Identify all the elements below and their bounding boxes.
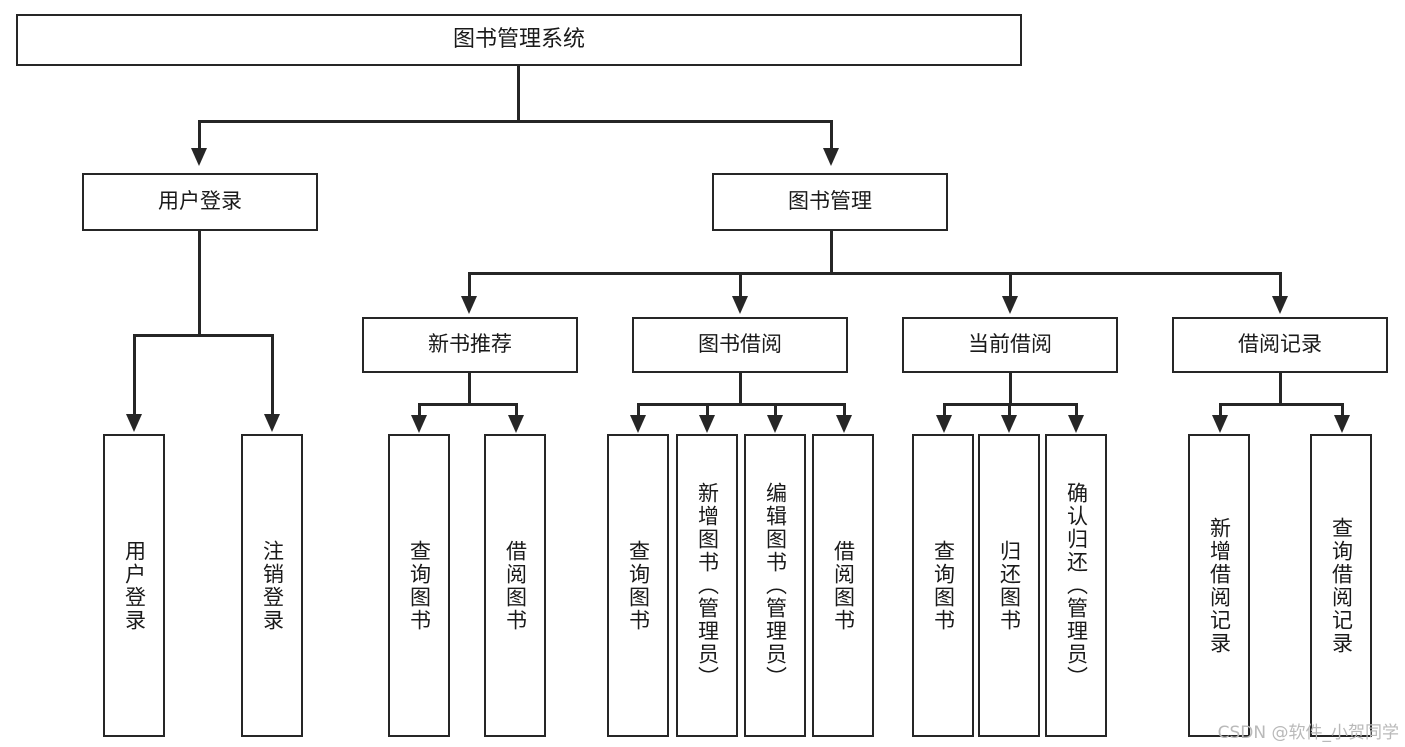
connector-borrow-record-drop-1 xyxy=(1219,403,1222,417)
arrow-head-root-2 xyxy=(823,148,839,166)
arrow-head-book-borrow-1 xyxy=(630,415,646,433)
leaf-query-books-current[interactable]: 查询图书 xyxy=(912,434,974,737)
node-user-login[interactable]: 用户登录 xyxy=(82,173,318,231)
leaf-add-borrow-record[interactable]: 新增借阅记录 xyxy=(1188,434,1250,737)
connector-borrow-record-drop-2 xyxy=(1341,403,1344,417)
connector-current-borrow-drop-1 xyxy=(943,403,946,417)
node-label: 新增图书（管理员） xyxy=(695,482,720,689)
leaf-confirm-return-admin[interactable]: 确认归还（管理员） xyxy=(1045,434,1107,737)
node-label: 用户登录 xyxy=(122,539,147,632)
node-current-borrow[interactable]: 当前借阅 xyxy=(902,317,1118,373)
leaf-user-login[interactable]: 用户登录 xyxy=(103,434,165,737)
arrow-head-book-mgmt-1 xyxy=(461,296,477,314)
connector-user-login-drop-1 xyxy=(133,334,136,416)
leaf-query-books-recommend[interactable]: 查询图书 xyxy=(388,434,450,737)
connector-book-borrow-drop-2 xyxy=(706,403,709,417)
connector-current-borrow-stem xyxy=(1009,373,1012,403)
connector-root-drop-2 xyxy=(830,120,833,150)
arrow-head-book-mgmt-3 xyxy=(1002,296,1018,314)
arrow-head-borrow-record-2 xyxy=(1334,415,1350,433)
connector-new-book-drop-2 xyxy=(515,403,518,417)
node-label: 查询图书 xyxy=(931,539,956,632)
node-book-borrow[interactable]: 图书借阅 xyxy=(632,317,848,373)
connector-book-borrow-drop-3 xyxy=(774,403,777,417)
node-label: 图书借阅 xyxy=(698,332,782,357)
arrow-head-current-borrow-2 xyxy=(1001,415,1017,433)
connector-book-mgmt-stem xyxy=(830,231,833,272)
arrow-head-book-mgmt-2 xyxy=(732,296,748,314)
arrow-head-current-borrow-1 xyxy=(936,415,952,433)
node-book-management[interactable]: 图书管理 xyxy=(712,173,948,231)
node-label: 查询图书 xyxy=(407,539,432,632)
node-label: 借阅图书 xyxy=(831,539,856,632)
connector-current-borrow-drop-2 xyxy=(1008,403,1011,417)
node-label: 注销登录 xyxy=(260,539,285,632)
node-label: 查询借阅记录 xyxy=(1329,516,1354,655)
leaf-query-borrow-record[interactable]: 查询借阅记录 xyxy=(1310,434,1372,737)
connector-new-book-bus xyxy=(418,403,518,406)
arrow-head-user-login-1 xyxy=(126,414,142,432)
node-label: 借阅图书 xyxy=(503,539,528,632)
arrow-head-book-borrow-3 xyxy=(767,415,783,433)
node-label: 查询图书 xyxy=(626,539,651,632)
node-label: 确认归还（管理员） xyxy=(1064,482,1089,689)
node-label: 编辑图书（管理员） xyxy=(763,482,788,689)
leaf-borrow-books[interactable]: 借阅图书 xyxy=(812,434,874,737)
node-label: 借阅记录 xyxy=(1238,332,1322,357)
connector-user-login-drop-2 xyxy=(271,334,274,416)
connector-borrow-record-bus xyxy=(1219,403,1341,406)
connector-book-mgmt-drop-2 xyxy=(739,272,742,298)
node-label: 图书管理 xyxy=(788,189,872,214)
node-label: 新增借阅记录 xyxy=(1207,516,1232,655)
leaf-return-books[interactable]: 归还图书 xyxy=(978,434,1040,737)
connector-new-book-drop-1 xyxy=(418,403,421,417)
node-label: 图书管理系统 xyxy=(452,26,585,52)
node-borrow-record[interactable]: 借阅记录 xyxy=(1172,317,1388,373)
connector-new-book-stem xyxy=(468,373,471,403)
connector-root-drop-1 xyxy=(198,120,201,150)
arrow-head-book-borrow-4 xyxy=(836,415,852,433)
arrow-head-current-borrow-3 xyxy=(1068,415,1084,433)
connector-user-login-stem xyxy=(198,231,201,334)
connector-book-mgmt-drop-3 xyxy=(1009,272,1012,298)
connector-book-mgmt-drop-4 xyxy=(1279,272,1282,298)
connector-book-mgmt-drop-1 xyxy=(468,272,471,298)
node-label: 归还图书 xyxy=(997,539,1022,632)
connector-book-borrow-bus xyxy=(637,403,843,406)
connector-root-stem xyxy=(517,66,520,120)
connector-borrow-record-stem xyxy=(1279,373,1282,403)
node-new-book-recommend[interactable]: 新书推荐 xyxy=(362,317,578,373)
connector-book-borrow-drop-4 xyxy=(843,403,846,417)
leaf-edit-book-admin[interactable]: 编辑图书（管理员） xyxy=(744,434,806,737)
node-label: 当前借阅 xyxy=(968,332,1052,357)
arrow-head-book-mgmt-4 xyxy=(1272,296,1288,314)
node-root-library-system[interactable]: 图书管理系统 xyxy=(16,14,1022,66)
arrow-head-book-borrow-2 xyxy=(699,415,715,433)
connector-current-borrow-drop-3 xyxy=(1075,403,1078,417)
connector-book-borrow-drop-1 xyxy=(637,403,640,417)
connector-root-bus xyxy=(198,120,833,123)
arrow-head-borrow-record-1 xyxy=(1212,415,1228,433)
leaf-borrow-books-recommend[interactable]: 借阅图书 xyxy=(484,434,546,737)
leaf-query-books-borrow[interactable]: 查询图书 xyxy=(607,434,669,737)
node-label: 新书推荐 xyxy=(428,332,512,357)
connector-user-login-bus xyxy=(133,334,271,337)
arrow-head-root-1 xyxy=(191,148,207,166)
connector-book-mgmt-bus xyxy=(468,272,1282,275)
leaf-add-book-admin[interactable]: 新增图书（管理员） xyxy=(676,434,738,737)
arrow-head-new-book-2 xyxy=(508,415,524,433)
arrow-head-new-book-1 xyxy=(411,415,427,433)
connector-book-borrow-stem xyxy=(739,373,742,403)
leaf-logout[interactable]: 注销登录 xyxy=(241,434,303,737)
node-label: 用户登录 xyxy=(158,189,242,214)
arrow-head-user-login-2 xyxy=(264,414,280,432)
